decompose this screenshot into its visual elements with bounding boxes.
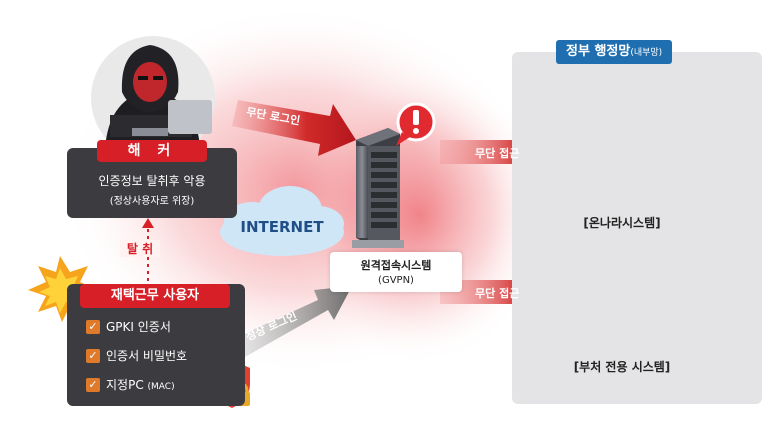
theft-arrowhead xyxy=(142,218,154,228)
credential-designated-pc: 지정PC (MAC) xyxy=(106,376,175,393)
credential-gpki: GPKI 인증서 xyxy=(106,320,171,334)
credential-password: 인증서 비밀번호 xyxy=(106,349,188,363)
internet-label: INTERNET xyxy=(240,218,324,236)
government-network-title-sub: (내부망) xyxy=(630,48,663,58)
hacker-icon xyxy=(91,36,215,160)
unauthorized-access-arrow-1 xyxy=(440,126,578,178)
check-icon: ✓ xyxy=(86,320,100,334)
unauthorized-login-arrow xyxy=(232,100,356,156)
credential-mac-suffix: (MAC) xyxy=(147,382,175,392)
hacker-description-sub: (정상사용자로 위장) xyxy=(109,196,195,207)
unauthorized-access-label-1: 무단 접근 xyxy=(475,147,520,160)
government-network-title-text: 정부 행정망 xyxy=(566,44,631,59)
check-icon: ✓ xyxy=(86,349,100,363)
check-icon: ✓ xyxy=(86,378,100,392)
hacker-description: 인증정보 탈취후 악용 xyxy=(98,174,206,188)
remote-user-label: 재택근무 사용자 xyxy=(80,284,230,308)
onnara-system-label: [온나라시스템] xyxy=(583,216,661,230)
unauthorized-access-arrow-2 xyxy=(440,266,578,318)
vpn-name: 원격접속시스템 xyxy=(360,259,432,272)
vpn-label: 원격접속시스템 (GVPN) xyxy=(330,252,462,292)
ministry-system-label: [부처 전용 시스템] xyxy=(573,360,671,374)
credential-designated-pc-text: 지정PC xyxy=(106,378,144,392)
hacker-label: 해 커 xyxy=(97,140,207,162)
unauthorized-access-label-2: 무단 접근 xyxy=(475,287,520,300)
government-network-panel xyxy=(512,52,762,404)
theft-label: 탈 취 xyxy=(120,240,160,257)
cloud-icon xyxy=(220,186,344,256)
normal-login-arrow xyxy=(235,286,352,358)
warning-icon xyxy=(396,102,436,146)
vpn-code: (GVPN) xyxy=(378,275,414,286)
vpn-server-icon xyxy=(352,128,404,248)
government-network-title: 정부 행정망(내부망) xyxy=(556,40,673,64)
